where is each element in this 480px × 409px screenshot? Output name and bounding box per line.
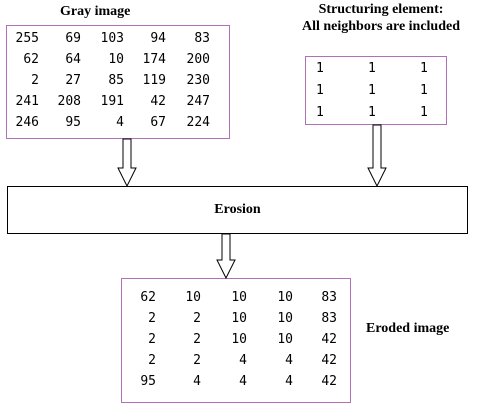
eroded-image-label: Eroded image (366, 321, 450, 336)
matrix-row: 241 208 191 42 247 (9, 91, 210, 112)
matrix-cell: 1 (420, 61, 428, 76)
matrix-cell: 247 (186, 94, 210, 109)
matrix-row: 1 1 1 (316, 102, 440, 124)
matrix-cell: 4 (193, 374, 201, 389)
matrix-cell: 241 (15, 94, 39, 109)
arrow-down-icon (367, 124, 387, 188)
matrix-cell: 67 (150, 115, 166, 130)
matrix-cell: 42 (321, 353, 337, 368)
matrix-row: 95 4 4 4 42 (126, 371, 337, 392)
matrix-row: 62 10 10 10 83 (126, 287, 337, 308)
matrix-cell: 95 (140, 374, 156, 389)
matrix-cell: 42 (321, 374, 337, 389)
matrix-cell: 208 (57, 94, 81, 109)
matrix-cell: 230 (186, 73, 210, 88)
matrix-row: 2 27 85 119 230 (9, 70, 210, 91)
matrix-cell: 10 (277, 311, 293, 326)
matrix-cell: 224 (186, 115, 210, 130)
matrix-row: 246 95 4 67 224 (9, 112, 210, 133)
arrow-down-icon (117, 138, 137, 188)
matrix-cell: 62 (140, 290, 156, 305)
matrix-cell: 1 (316, 105, 324, 120)
matrix-cell: 246 (15, 115, 39, 130)
matrix-row: 2 2 10 10 42 (126, 329, 337, 350)
matrix-cell: 27 (65, 73, 81, 88)
matrix-row: 1 1 1 (316, 80, 440, 102)
matrix-cell: 83 (194, 31, 210, 46)
gray-image-table: 255 69 103 94 83 62 64 10 174 200 2 27 85 119 230 241 20… (9, 28, 210, 133)
matrix-cell: 4 (239, 374, 247, 389)
matrix-row: 1 1 1 (316, 58, 440, 80)
erosion-process-box: Erosion (7, 186, 468, 234)
matrix-cell: 255 (15, 31, 39, 46)
matrix-cell: 1 (368, 83, 376, 98)
matrix-cell: 95 (65, 115, 81, 130)
matrix-cell: 10 (231, 290, 247, 305)
matrix-cell: 10 (277, 332, 293, 347)
matrix-cell: 119 (142, 73, 166, 88)
matrix-cell: 10 (231, 311, 247, 326)
matrix-cell: 1 (420, 105, 428, 120)
matrix-cell: 10 (185, 290, 201, 305)
matrix-cell: 103 (100, 31, 124, 46)
matrix-cell: 83 (321, 311, 337, 326)
matrix-cell: 4 (239, 353, 247, 368)
matrix-cell: 1 (420, 83, 428, 98)
matrix-cell: 64 (65, 52, 81, 67)
matrix-cell: 69 (65, 31, 81, 46)
matrix-row: 2 2 4 4 42 (126, 350, 337, 371)
eroded-image-table: 62 10 10 10 83 2 2 10 10 83 2 2 10 10 42 2 2 4 4 42 95 4 4 4 42 (126, 287, 337, 392)
matrix-cell: 42 (321, 332, 337, 347)
matrix-cell: 2 (193, 353, 201, 368)
matrix-row: 255 69 103 94 83 (9, 28, 210, 49)
matrix-cell: 62 (23, 52, 39, 67)
matrix-cell: 1 (316, 83, 324, 98)
matrix-cell: 174 (142, 52, 166, 67)
structuring-element-table: 1 1 1 1 1 1 1 1 1 (316, 58, 440, 124)
matrix-cell: 10 (277, 290, 293, 305)
matrix-cell: 42 (150, 94, 166, 109)
matrix-cell: 1 (368, 61, 376, 76)
matrix-cell: 200 (186, 52, 210, 67)
structuring-element-label: Structuring element: (318, 2, 444, 17)
matrix-cell: 2 (193, 332, 201, 347)
matrix-cell: 85 (108, 73, 124, 88)
matrix-row: 62 64 10 174 200 (9, 49, 210, 70)
erosion-label: Erosion (214, 202, 261, 217)
matrix-cell: 4 (116, 115, 124, 130)
gray-image-matrix: 255 69 103 94 83 62 64 10 174 200 2 27 85 119 230 241 20… (6, 25, 230, 139)
matrix-cell: 4 (285, 353, 293, 368)
matrix-cell: 83 (321, 290, 337, 305)
matrix-cell: 2 (148, 332, 156, 347)
arrow-down-icon (216, 233, 236, 280)
matrix-cell: 2 (193, 311, 201, 326)
gray-image-label: Gray image (60, 4, 131, 19)
eroded-image-matrix: 62 10 10 10 83 2 2 10 10 83 2 2 10 10 42 2 2 4 4 42 95 4 4 4 42 (121, 278, 351, 403)
matrix-cell: 10 (108, 52, 124, 67)
matrix-row: 2 2 10 10 83 (126, 308, 337, 329)
matrix-cell: 1 (368, 105, 376, 120)
structuring-element-sublabel: All neighbors are included (301, 19, 461, 34)
matrix-cell: 2 (31, 73, 39, 88)
matrix-cell: 1 (316, 61, 324, 76)
matrix-cell: 10 (231, 332, 247, 347)
matrix-cell: 94 (150, 31, 166, 46)
matrix-cell: 2 (148, 353, 156, 368)
matrix-cell: 2 (148, 311, 156, 326)
matrix-cell: 191 (100, 94, 124, 109)
matrix-cell: 4 (285, 374, 293, 389)
